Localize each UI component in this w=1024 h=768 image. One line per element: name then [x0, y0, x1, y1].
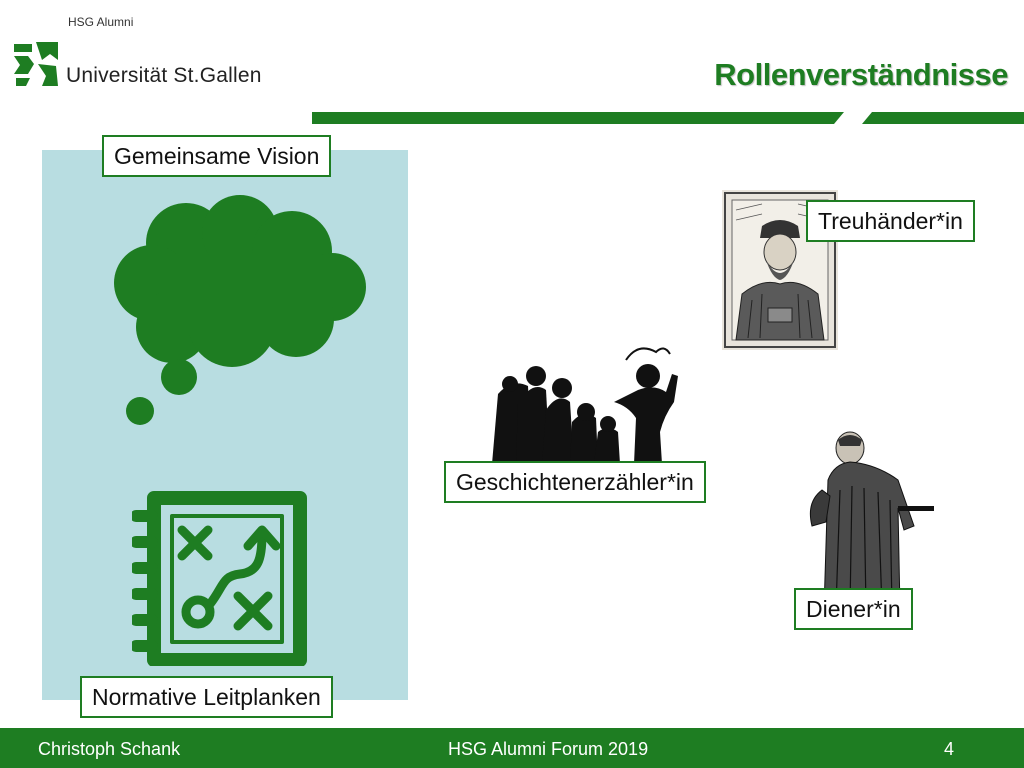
- footer-event: HSG Alumni Forum 2019: [448, 739, 649, 759]
- footer-page-number: 4: [944, 739, 955, 759]
- hsg-logo-icon: [14, 42, 58, 86]
- servant-figure-icon: [809, 431, 934, 610]
- trustee-label: Treuhänder*in: [806, 200, 975, 242]
- university-name: Universität St.Gallen: [66, 64, 262, 87]
- servant-label: Diener*in: [794, 588, 913, 630]
- footer-bar: Christoph Schank HSG Alumni Forum 2019 4: [0, 728, 1024, 768]
- storyteller-silhouette-icon: [492, 347, 678, 464]
- strategy-notebook-icon: [132, 491, 307, 666]
- storyteller-label: Geschichtenerzähler*in: [444, 461, 706, 503]
- page-title: Rollenverständnisse: [714, 57, 1008, 92]
- alumni-label: HSG Alumni: [68, 15, 134, 29]
- vision-label: Gemeinsame Vision: [102, 135, 332, 177]
- footer-author: Christoph Schank: [38, 739, 181, 759]
- title-underline: [312, 112, 1024, 124]
- guardrails-label: Normative Leitplanken: [80, 676, 333, 718]
- thought-cloud-icon: [114, 195, 366, 425]
